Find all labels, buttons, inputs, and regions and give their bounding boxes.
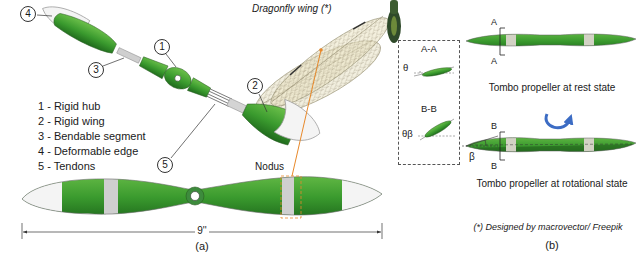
rotating-propeller	[460, 134, 640, 156]
section-b	[418, 118, 456, 140]
rest-outline	[466, 34, 636, 46]
state-caption: Tombo propeller at rotational state	[476, 178, 627, 190]
angle-symbol: θβ	[402, 129, 413, 139]
angle-symbol: θ	[403, 63, 408, 73]
panel-label: (b)	[545, 239, 558, 252]
section-a-cut	[500, 28, 505, 55]
dimension-label: 9''	[195, 225, 208, 237]
rotation-arrow	[546, 114, 570, 128]
nodus-dot	[319, 48, 323, 52]
callout-number: 3	[88, 62, 104, 78]
hub-hole	[191, 192, 200, 201]
section-b-cut	[500, 132, 505, 160]
state-caption: Tombo propeller at rest state	[489, 82, 616, 94]
legend-entry: 2 - Rigid wing	[38, 115, 105, 128]
assembled-propeller	[20, 170, 390, 220]
legend-entry: 5 - Tendons	[38, 160, 95, 173]
leader-lines	[37, 15, 267, 158]
nodus-frame	[281, 176, 301, 218]
chord-line	[470, 144, 632, 145]
section-a	[414, 66, 454, 78]
rotating-outline	[466, 138, 636, 152]
callout-text: 2	[252, 81, 258, 91]
callout-number: 5	[157, 157, 173, 173]
legend-entry: 4 - Deformable edge	[38, 145, 138, 158]
hub	[186, 187, 204, 205]
callout-number: 4	[20, 6, 36, 22]
twist-angle	[462, 136, 498, 146]
section-title: A-A	[421, 44, 437, 54]
section-title: B-B	[421, 104, 437, 114]
section-marker: B	[491, 161, 497, 171]
angle-symbol: β	[469, 151, 475, 163]
callout-text: 4	[25, 9, 31, 19]
callout-text: 5	[162, 160, 168, 170]
section-marker: A	[491, 17, 497, 27]
part-label: Nodus	[253, 161, 286, 173]
exploded-propeller	[33, 0, 326, 157]
credit-note: (*) Designed by macrovector/ Freepik	[473, 222, 622, 232]
propeller-outline	[22, 177, 382, 215]
panel-label: (a)	[195, 240, 208, 253]
dragonfly-body	[387, 0, 401, 43]
legend-entry: 3 - Bendable segment	[38, 130, 146, 143]
callout-number: 2	[247, 78, 263, 94]
rest-propeller	[460, 30, 640, 50]
dimension-line	[22, 223, 382, 239]
section-marker: B	[491, 121, 497, 131]
callout-text: 3	[93, 65, 99, 75]
source-label: Dragonfly wing (*)	[252, 3, 331, 15]
section-marker: A	[491, 56, 497, 66]
legend-entry: 1 - Rigid hub	[38, 100, 100, 113]
nodus-leader	[292, 50, 321, 176]
section-box: A-A θB-B θβ	[398, 40, 460, 165]
callout-number: 1	[154, 39, 170, 55]
callout-text: 1	[159, 42, 165, 52]
